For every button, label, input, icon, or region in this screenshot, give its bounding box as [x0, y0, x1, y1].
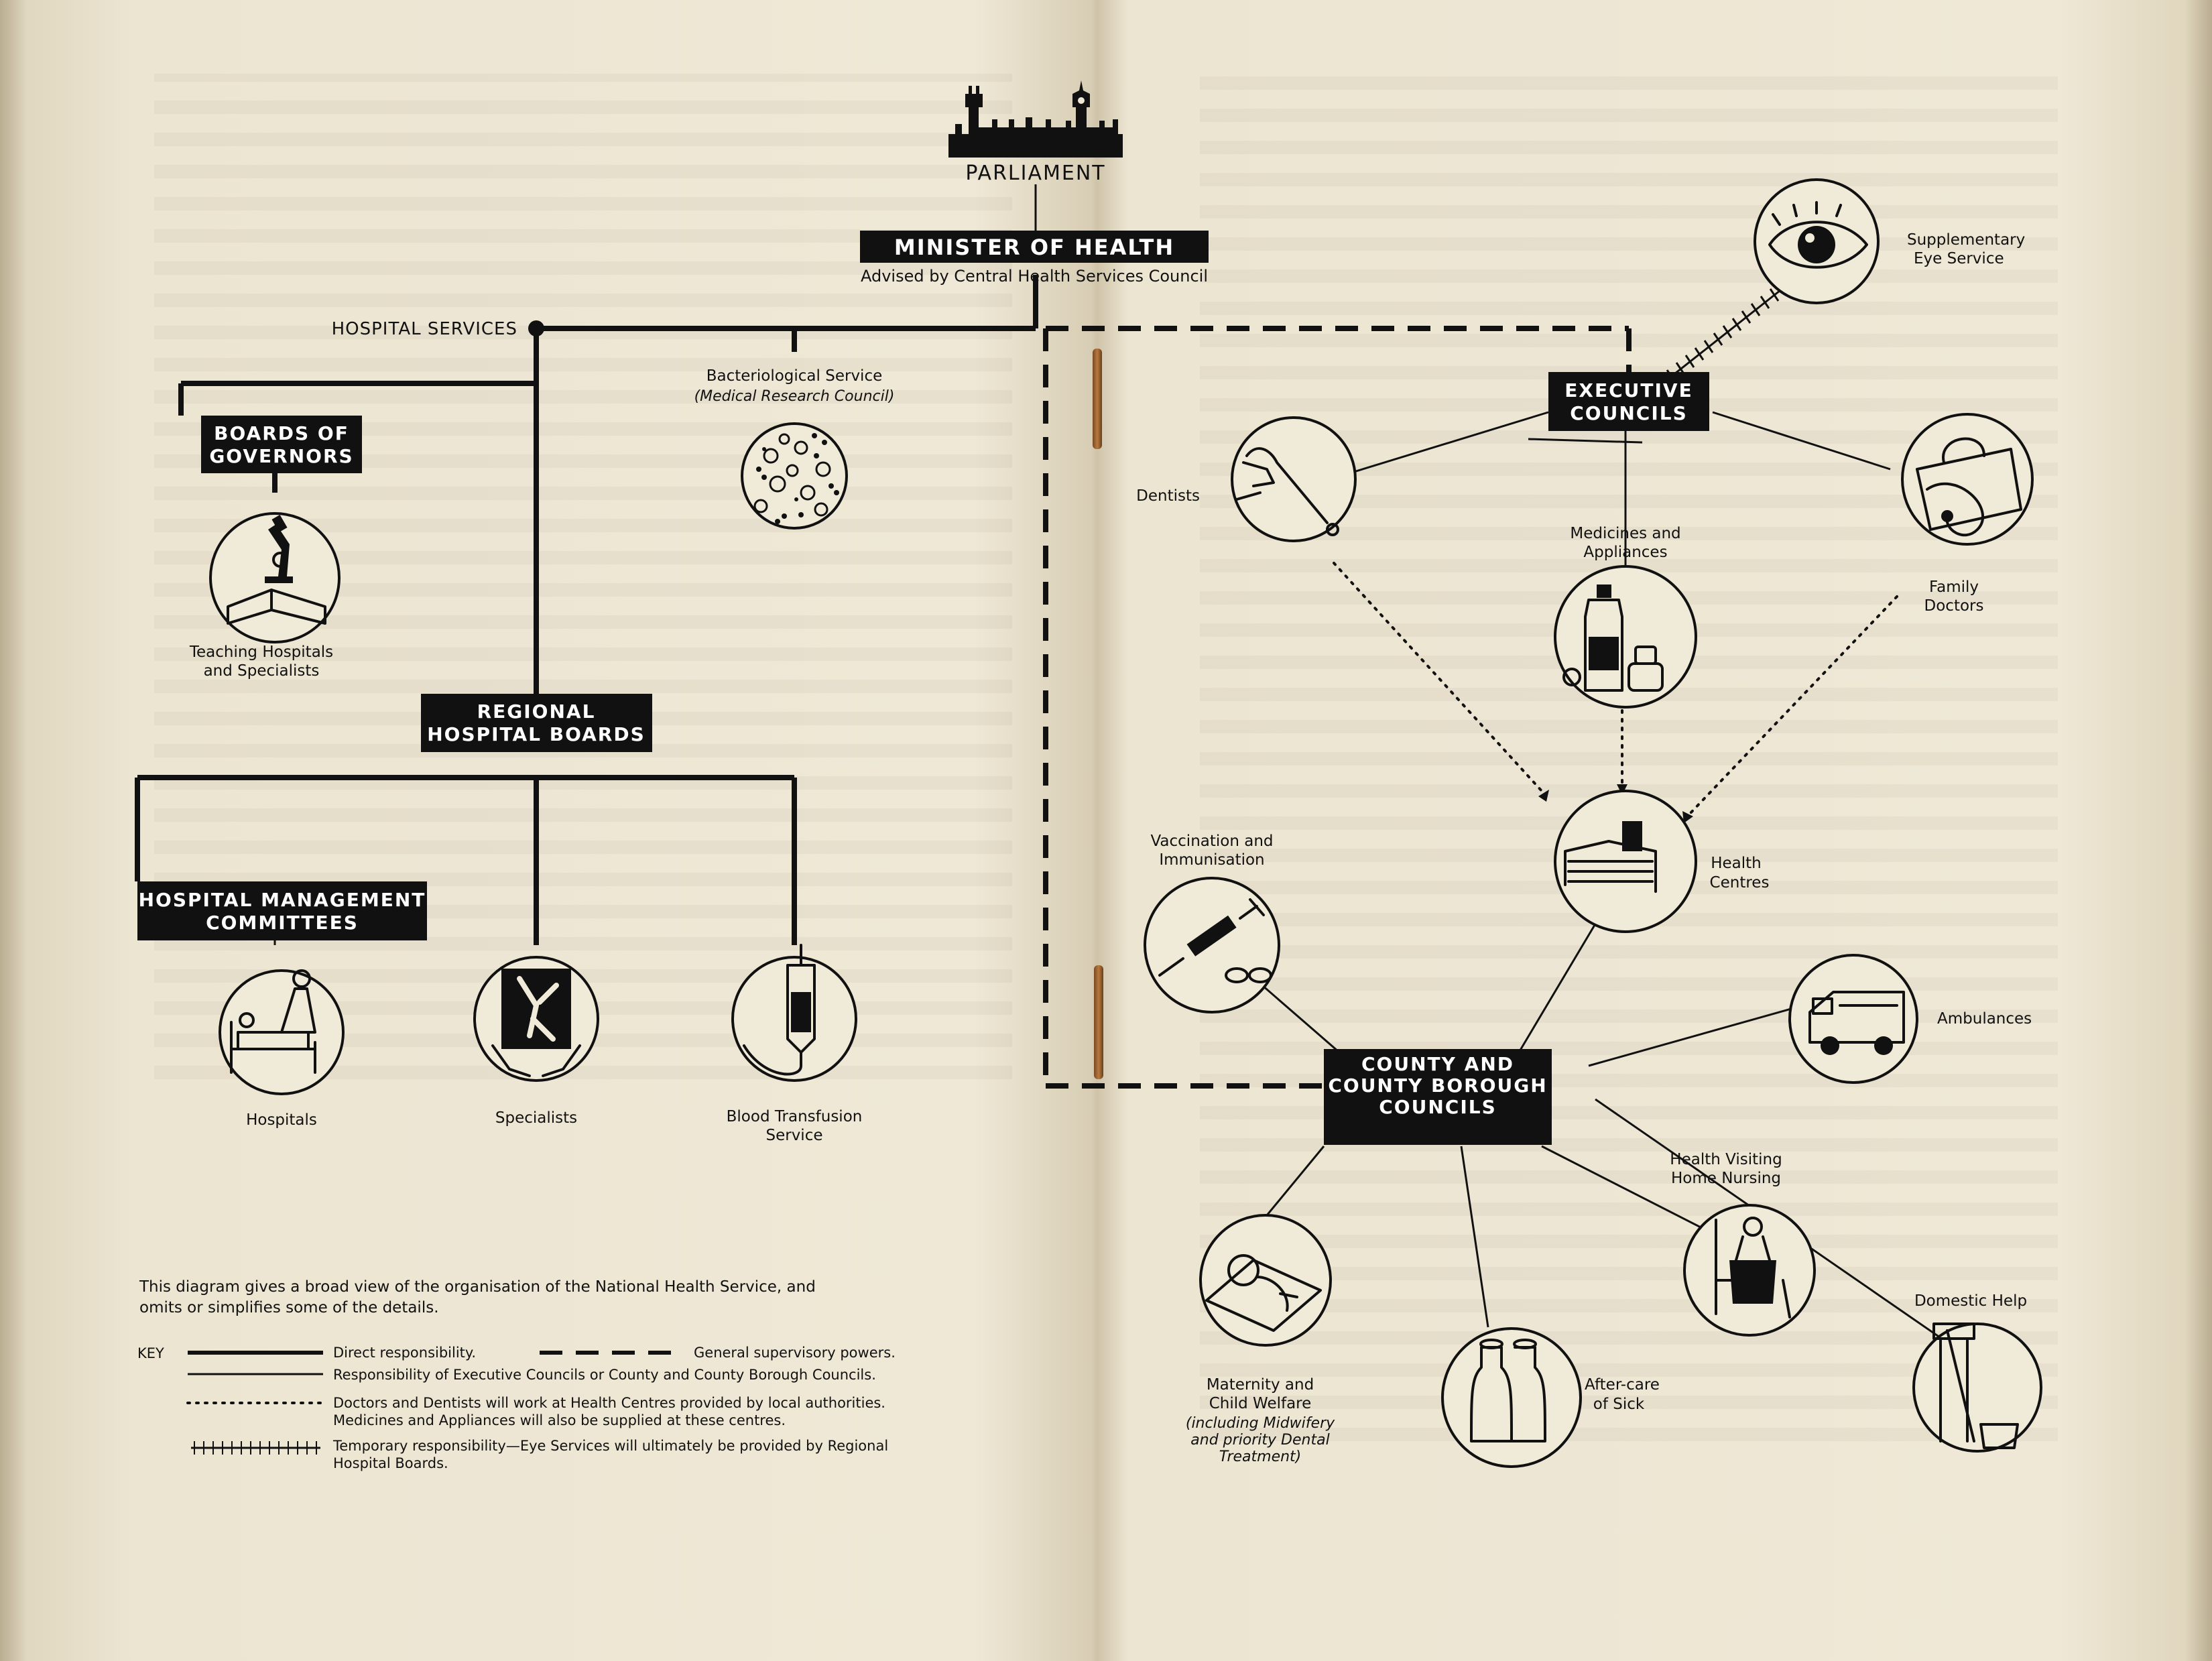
health-visiting-line-2: Home Nursing [1671, 1170, 1781, 1187]
county-councils-line-1: COUNTY AND [1361, 1053, 1514, 1075]
hospital-management-line-1: HOSPITAL MANAGEMENT [139, 889, 426, 911]
county-councils-box [1324, 1049, 1552, 1145]
key-doctors-dentists-line-1: Doctors and Dentists will work at Health… [333, 1395, 885, 1411]
hospital-services-node [528, 320, 544, 336]
milk-bottles-icon [1441, 1327, 1582, 1468]
family-doctors-line-1: Family [1929, 578, 1979, 596]
staple-top [1093, 349, 1102, 449]
bacteria-icon [741, 422, 848, 530]
hospital-bed-nurse-icon [219, 969, 345, 1095]
maternity-note-line-2: and priority Dental [1190, 1432, 1329, 1449]
maternity-note-line-3: Treatment) [1219, 1449, 1302, 1465]
after-care-line-1: After-care [1585, 1376, 1660, 1394]
teaching-hospitals-line-2: and Specialists [204, 662, 320, 680]
blood-transfusion-icon [731, 944, 857, 1082]
boards-of-governors-line-1: BOARDS OF [214, 422, 349, 444]
key-temporary-line-1: Temporary responsibility—Eye Services wi… [332, 1438, 888, 1454]
minister-of-health-box [860, 231, 1209, 263]
connector-lines [135, 184, 1965, 1355]
diagram-note-line-2: omits or simplifies some of the details. [139, 1299, 439, 1316]
minister-advisory-note: Advised by Central Health Services Counc… [861, 267, 1208, 286]
domestic-help-label: Domestic Help [1914, 1292, 2027, 1310]
key-temporary-line-2: Hospital Boards. [333, 1455, 448, 1471]
county-councils-line-3: COUNCILS [1379, 1096, 1497, 1118]
parliament-building-icon [948, 80, 1123, 158]
regional-hospital-boards-box [421, 694, 652, 752]
left-page-edge-shadow [0, 0, 27, 1661]
microscope-and-book-icon [209, 512, 341, 643]
nurse-visitor-icon [1683, 1204, 1816, 1337]
ambulances-label: Ambulances [1937, 1010, 2032, 1028]
regional-hospital-boards-line-2: HOSPITAL BOARDS [427, 723, 646, 745]
minister-of-health-label: MINISTER OF HEALTH [894, 235, 1174, 260]
baby-icon [1199, 1214, 1332, 1347]
dentists-label: Dentists [1136, 487, 1200, 505]
executive-councils-line-2: COUNCILS [1570, 402, 1688, 424]
medicines-appliances-line-1: Medicines and [1570, 525, 1680, 542]
medicines-appliances-line-2: Appliances [1583, 544, 1667, 561]
maternity-note-line-1: (including Midwifery [1186, 1415, 1335, 1432]
health-visiting-line-1: Health Visiting [1670, 1151, 1782, 1168]
blood-transfusion-line-1: Blood Transfusion [727, 1108, 863, 1125]
supplementary-eye-line-1: Supplementary [1907, 231, 2025, 249]
syringe-icon [1144, 877, 1280, 1013]
stethoscope-bag-icon [1901, 413, 2034, 546]
supplementary-eye-line-2: Eye Service [1914, 250, 2004, 267]
boards-of-governors-line-2: GOVERNORS [209, 445, 353, 467]
key-hatched-line [191, 1441, 320, 1455]
hospitals-label: Hospitals [246, 1111, 317, 1129]
teaching-hospitals-line-1: Teaching Hospitals [189, 643, 333, 661]
eye-icon [1754, 178, 1880, 304]
maternity-line-2: Child Welfare [1209, 1395, 1312, 1412]
maternity-line-1: Maternity and [1207, 1376, 1314, 1394]
hospital-services-label: HOSPITAL SERVICES [332, 319, 517, 339]
family-doctors-line-2: Doctors [1924, 597, 1984, 615]
medicine-bottle-icon [1554, 565, 1697, 709]
key-doctors-dentists-line-2: Medicines and Appliances will also be su… [333, 1412, 786, 1428]
key-title: KEY [137, 1345, 164, 1361]
vaccination-line-2: Immunisation [1159, 851, 1264, 869]
executive-councils-line-1: EXECUTIVE [1564, 379, 1693, 402]
health-centres-line-2: Centres [1710, 874, 1770, 891]
executive-councils-box [1548, 372, 1709, 431]
dentist-drill-icon [1231, 416, 1357, 542]
domestic-help-broom-icon [1912, 1322, 2042, 1453]
regional-hospital-boards-line-1: REGIONAL [477, 700, 596, 723]
staple-bottom [1094, 965, 1103, 1079]
hospital-management-committees-box [137, 881, 427, 940]
health-centres-line-1: Health [1711, 855, 1762, 872]
key-executive-responsibility: Responsibility of Executive Councils or … [333, 1367, 876, 1383]
show-through-texture-right [1200, 74, 2058, 1441]
medical-research-council-label: (Medical Research Council) [694, 388, 895, 405]
key-supervisory-powers: General supervisory powers. [694, 1345, 896, 1361]
vaccination-line-1: Vaccination and [1150, 833, 1273, 850]
blood-transfusion-line-2: Service [765, 1127, 822, 1144]
after-care-line-2: of Sick [1593, 1396, 1645, 1413]
specialists-label: Specialists [495, 1109, 577, 1127]
diagram-note-line-1: This diagram gives a broad view of the o… [139, 1278, 816, 1296]
county-councils-line-2: COUNTY BOROUGH [1328, 1074, 1547, 1097]
hospital-management-line-2: COMMITTEES [206, 912, 359, 934]
boards-of-governors-box [201, 416, 362, 473]
health-centre-building-icon [1554, 790, 1697, 933]
ambulance-icon [1788, 954, 1918, 1084]
key-direct-responsibility: Direct responsibility. [333, 1345, 476, 1361]
parliament-label: PARLIAMENT [965, 162, 1105, 185]
bacteriological-service-label: Bacteriological Service [706, 367, 883, 385]
x-ray-specialist-icon [473, 956, 599, 1082]
